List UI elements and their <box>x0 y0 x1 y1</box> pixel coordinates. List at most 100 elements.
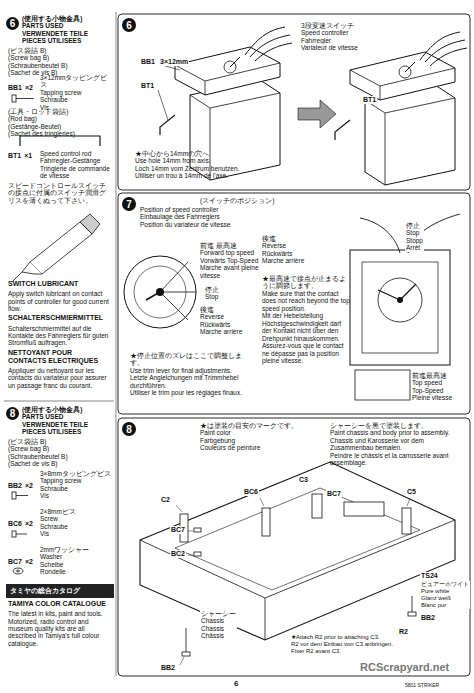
part-label: SWITCH LUBRICANT <box>8 280 112 288</box>
text-group: (工具・ロッド袋詰)(Rod bag)(Gestänge-Beutel)(Sac… <box>8 108 112 138</box>
text-group: ★停止位置のズレはここで調整します。Use trim lever for fin… <box>130 352 255 397</box>
part-label: BB1 <box>8 84 22 92</box>
text-group: 3×12mmタッピングビスTapping screwSchraubeVis <box>40 74 114 111</box>
instruction-text: Variateur de vitesse <box>300 44 359 51</box>
part-label: BB2 <box>160 664 176 672</box>
instruction-text: Schraube <box>40 485 114 492</box>
part-label: NETTOYANT POUR CONTACTS ELECTRIQUES <box>8 349 112 365</box>
instruction-text: (Screw bag B) <box>8 445 112 452</box>
text-group: 後進ReverseRückwärtsMarche arrière <box>262 235 322 265</box>
text-group: 後進ReverseRückwärtsMarche arrière <box>200 306 262 336</box>
part-label: ×2 <box>25 482 33 490</box>
text-group: TAMIYA COLOR CATALOGUE <box>8 600 112 608</box>
instruction-text: 2×8mmビス <box>40 508 114 515</box>
instruction-text: Mit der Hebelstellung Höchstgeschwindigk… <box>262 312 350 342</box>
text-group: スピードコントロールスイッチの接点に付属のスイッチ潤滑グリスを薄くぬって下さい。 <box>8 182 112 204</box>
instruction-text: 前進最高速 <box>412 372 467 379</box>
instruction-text: ピュアーホワイト <box>420 581 470 588</box>
instruction-text: 後進 <box>262 235 322 242</box>
part-label: TS24 <box>420 572 439 580</box>
instruction-text: Fahrregler <box>300 37 359 44</box>
instruction-text: ★は塗装の目安のマークです。 <box>200 422 320 429</box>
instruction-text: PARTS USED <box>22 22 114 29</box>
text-group: NETTOYANT POUR CONTACTS ELECTRIQUES <box>8 349 112 365</box>
part-label: R2 <box>398 628 409 636</box>
step-number: 6 <box>122 18 136 32</box>
instruction-text: (使用する小物金具) <box>22 15 114 22</box>
instruction-text: Rückwärts <box>200 321 262 328</box>
part-label: BT1 <box>8 152 21 160</box>
instruction-text: Schraube <box>40 523 114 530</box>
text-group: 前進最高速Top speedTop-SpeedPleine vitesse <box>412 372 467 402</box>
part-label: BC7 <box>170 526 186 534</box>
text-group: 3×8mmタッピングビスTapping screwSchraubeVis <box>40 470 114 500</box>
instruction-text: (ビス袋詰 B) <box>8 438 112 445</box>
instruction-text: 3×12mmタッピングビス <box>40 74 114 89</box>
instruction-text: Arrêt <box>405 244 424 251</box>
text-group: BC7 <box>326 490 342 498</box>
instruction-text: Rondelle <box>40 568 114 575</box>
text-group: BC6 <box>243 488 259 496</box>
instruction-text: Fahrregler-Gestänge <box>40 157 114 164</box>
node-text: 8 <box>126 424 132 435</box>
text-group: BB1×2 <box>8 84 33 92</box>
instruction-text: ★中心から14mmの穴へ <box>135 150 265 157</box>
text-group: C3 <box>298 476 309 484</box>
part-label: ×2 <box>25 520 33 528</box>
instruction-text: Chassis <box>200 625 237 632</box>
step-number: 6 <box>6 17 19 30</box>
text-group: BT1 <box>140 82 155 90</box>
instruction-text: ★Attach R2 prior to attaching C3. <box>290 634 394 641</box>
text-group: 2mmワッシャーWasherScheibeRondelle <box>40 546 114 576</box>
instruction-text: Vis <box>40 530 114 537</box>
text-group: BC7×2 <box>8 558 33 566</box>
text-group: シャーシーを黒で塗装します。Paint chassis and body pri… <box>330 422 465 467</box>
instruction-text: Glanz weiß <box>420 595 470 602</box>
instruction-text: Marche avant pleine vitesse <box>200 264 262 279</box>
instruction-text: Speed control rod <box>40 150 114 157</box>
text-group: 2×8mmビスScrewSchraubeVis <box>40 508 114 538</box>
instruction-text: 3×8mmタッピングビス <box>40 470 114 477</box>
instruction-text: Pleine vitesse <box>412 394 467 401</box>
instruction-text: Position of speed controller <box>140 206 320 213</box>
instruction-text: Couleurs de peinture <box>200 444 320 451</box>
text-group: The latest in kits, paint and tools. Mot… <box>8 610 112 647</box>
text-group: 3段変速スイッチSpeed controllerFahrreglerVariat… <box>300 22 359 52</box>
instruction-text: Pure white <box>420 588 470 595</box>
instruction-text: Scheibe <box>40 561 114 568</box>
text-group: BT1×1 <box>8 152 32 160</box>
instruction-text: 前進 最高速 <box>200 242 262 249</box>
instruction-text: (使用する小物金具) <box>22 406 114 413</box>
text-group: BB2×2 <box>8 482 33 490</box>
text-group: BC6×2 <box>8 520 33 528</box>
instruction-text: 停止 <box>405 222 424 229</box>
text-group: (使用する小物金具)PARTS USEDVERWENDETE TEILEPIEC… <box>22 15 114 45</box>
text-group: 停止StopStoppArrêt <box>405 222 424 252</box>
text-group: 前進 最高速Forward top speedVorwärts Top-Spee… <box>200 242 262 279</box>
instruction-text: Screw <box>40 515 114 522</box>
instruction-text: (Screw bag B) <box>8 54 112 61</box>
text-group: R2 <box>398 628 409 636</box>
text-group: C5 <box>406 488 417 496</box>
instruction-text: Assurez-vous que le contact ne dépasse p… <box>262 342 350 364</box>
instruction-text: 停止 <box>205 286 255 293</box>
instruction-text: Apply switch lubricant on contact points… <box>8 290 112 312</box>
instruction-text: シャーシーを黒で塗装します。 <box>330 422 465 429</box>
instruction-text: Washer <box>40 553 114 560</box>
text-group: SWITCH LUBRICANT <box>8 280 112 288</box>
instruction-text: Marche arrière <box>262 257 322 264</box>
instruction-text: Reverse <box>262 242 322 249</box>
instruction-text: R2 vor dem Einbau von C3 anbringen. <box>290 641 394 648</box>
part-label: ×2 <box>25 558 33 566</box>
instruction-text: PIECES UTILISEES <box>22 428 114 435</box>
instruction-text: 2mmワッシャー <box>40 546 114 553</box>
part-label: C2 <box>160 496 171 504</box>
part-label: BC2 <box>170 550 186 558</box>
part-label: C3 <box>298 476 309 484</box>
part-label: BC6 <box>8 520 22 528</box>
part-label: ×2 <box>25 84 33 92</box>
part-label: BC7 <box>326 490 342 498</box>
instruction-text: Tapping screw <box>40 477 114 484</box>
instruction-text: ★停止位置のズレはここで調整します。 <box>130 352 255 367</box>
